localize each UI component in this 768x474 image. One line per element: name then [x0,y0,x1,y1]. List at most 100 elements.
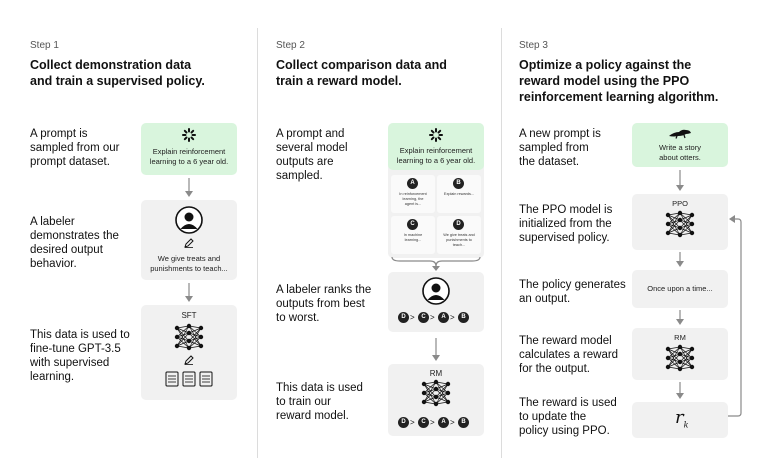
pencil-icon [184,355,194,365]
desc-line: calculates a reward [519,349,619,361]
otter-icon [669,129,691,139]
desc-line: This data is used [276,382,363,394]
step-1-title-line: Collect demonstration data [30,58,192,72]
step-1-label: Step 1 [30,40,59,51]
desc-line: fine-tune GPT-3.5 [30,343,121,355]
step-3-desc-ppo-init: The PPO model is initialized from the su… [519,203,612,245]
neural-network-icon [665,344,695,372]
desc-line: learning. [30,371,75,383]
desc-line: prompt dataset. [30,156,110,168]
desc-line: sampled from our [30,142,120,154]
option-text: We give treats and punishments to teach.… [437,233,481,248]
step-1-desc-prompt: A prompt is sampled from our prompt data… [30,127,119,169]
labeler-avatar-icon [422,277,450,305]
rm-label: RM [429,369,443,378]
labeler-avatar-icon [175,206,203,234]
rank-badge: B [458,417,469,428]
output-option-b: B Explain rewards... [437,175,481,213]
option-letter-badge: B [453,178,464,189]
prompt-loop-icon [182,128,196,142]
step-3-desc-reward: The reward model calculates a reward for… [519,334,618,376]
down-arrow [185,178,193,197]
output-text: Once upon a time... [647,284,713,293]
step-1-title-line: and train a supervised policy. [30,74,205,88]
step-2-label: Step 2 [276,40,305,51]
demo-line: We give treats and [157,254,221,263]
rank-badge: A [438,417,449,428]
step-1-prompt-card: Explain reinforcement learning to a 6 ye… [141,123,237,175]
desc-line: The reward model [519,335,612,347]
down-arrow [676,382,684,399]
desc-line: A prompt is [30,128,88,140]
step-2-desc-rank: A labeler ranks the outputs from best to… [276,283,371,325]
prompt-line: about otters. [659,153,701,162]
option-text: In reinforcement learning, the agent is.… [391,192,435,207]
desc-line: to worst. [276,312,320,324]
merge-arrow [391,256,481,271]
step-3-reward-card: rk [632,402,728,438]
documents-icon [165,371,213,387]
desc-line: the dataset. [519,156,580,168]
desc-line: to update the [519,411,587,423]
down-arrow [185,283,193,302]
step-2-ranking-card: D > C > A > B [388,272,484,332]
rank-badge: A [438,312,449,323]
desc-line: The reward is used [519,397,617,409]
greater-than-icon: > [410,313,415,322]
rank-badge: C [418,312,429,323]
desc-line: demonstrates the [30,230,119,242]
prompt-line: Write a story [659,143,701,152]
demo-line: punishments to teach... [150,264,228,273]
desc-line: A labeler [30,216,75,228]
step-2-title-line: Collect comparison data and [276,58,447,72]
down-arrow [676,170,684,191]
ranking-row: D > C > A > B [398,312,478,324]
desc-line: sampled from [519,142,589,154]
feedback-loop-arrow [728,215,742,417]
prompt-text: Explain reinforcement learning to a 6 ye… [141,147,237,167]
ppo-label: PPO [672,199,688,208]
prompt-text: Write a story about otters. [632,143,728,163]
option-line: punishments to [446,238,472,242]
step-3-label: Step 3 [519,40,548,51]
prompt-text: Explain reinforcement learning to a 6 ye… [388,146,484,166]
desc-line: A labeler ranks the [276,284,372,296]
ranking-row: D > C > A > B [398,417,478,429]
greater-than-icon: > [450,418,455,427]
prompt-line: Explain reinforcement [399,146,473,155]
step-1-title: Collect demonstration data and train a s… [30,57,205,89]
output-option-c: C In machine learning... [391,216,435,254]
desc-line: A new prompt is [519,128,601,140]
step-3-rm-card: RM [632,328,728,380]
sft-label: SFT [181,311,197,320]
step-1-desc-labeler: A labeler demonstrates the desired outpu… [30,215,119,271]
desc-line: supervised policy. [519,232,610,244]
option-line: We give treats and [443,233,475,237]
desc-line: several model [276,142,348,154]
neural-network-icon [665,210,695,238]
greater-than-icon: > [450,313,455,322]
desc-line: A prompt and [276,128,345,140]
step-3-ppo-card: PPO [632,194,728,250]
prompt-line: Explain reinforcement [152,147,226,156]
prompt-loop-icon [429,128,443,142]
down-arrow [676,252,684,267]
step-3-output-card: Once upon a time... [632,270,728,308]
step-2-desc-train: This data is used to train our reward mo… [276,381,363,423]
step-2-samples-card: Explain reinforcement learning to a 6 ye… [388,123,484,258]
step-3-desc-prompt: A new prompt is sampled from the dataset… [519,127,601,169]
down-arrow [432,338,440,361]
rank-badge: B [458,312,469,323]
column-divider-2 [501,28,502,458]
desc-line: This data is used to [30,329,130,341]
greater-than-icon: > [430,418,435,427]
step-1-labeler-card: We give treats and punishments to teach.… [141,200,237,280]
step-3-title: Optimize a policy against the reward mod… [519,57,718,105]
desc-line: initialized from the [519,218,612,230]
step-3-title-line: Optimize a policy against the [519,58,692,72]
rank-badge: C [418,417,429,428]
option-line: teach... [452,243,466,247]
desc-line: desired output [30,244,103,256]
step-2-title: Collect comparison data and train a rewa… [276,57,447,89]
output-option-d: D We give treats and punishments to teac… [437,216,481,254]
